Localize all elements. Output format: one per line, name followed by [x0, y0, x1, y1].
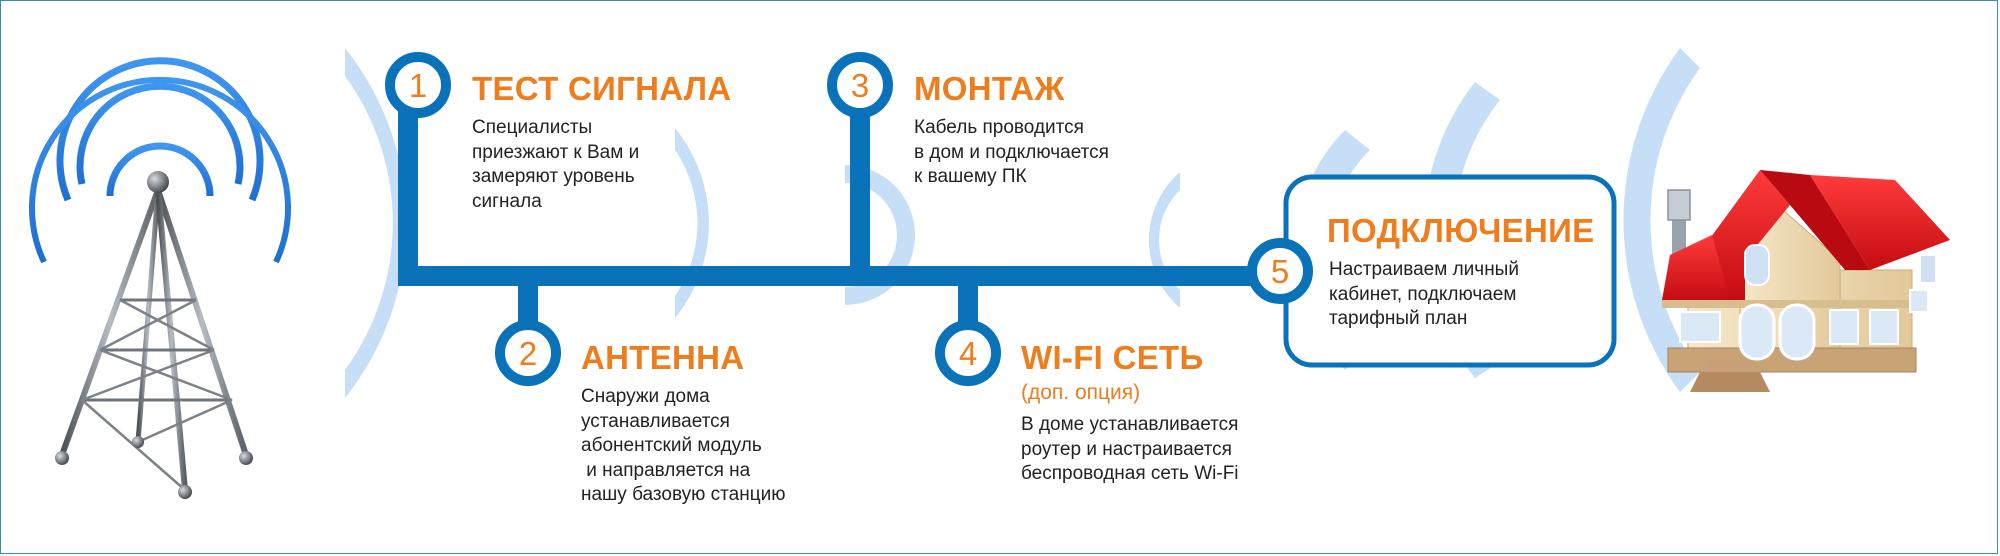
- step-4-line: роутер и настраивается: [1021, 438, 1232, 460]
- step-1-title: ТЕСТ СИГНАЛА: [472, 70, 732, 107]
- step-5-number: 5: [1271, 253, 1289, 290]
- step-badge-3: 3: [827, 52, 893, 118]
- step-4-title: WI-FI СЕТЬ: [1021, 339, 1204, 376]
- step-4-number: 4: [959, 335, 977, 372]
- step-5-description: Настраиваем личный кабинет, подключаем т…: [1329, 258, 1519, 332]
- step-2-line: устанавливается: [581, 410, 730, 432]
- step-5-line: кабинет, подключаем: [1329, 283, 1517, 305]
- step-1-line: приезжают к Вам и: [472, 141, 640, 163]
- step-1-description: Специалисты приезжают к Вам и замеряют у…: [472, 116, 639, 214]
- step-2-line: абонентский модуль: [581, 435, 762, 456]
- step-3-line: Кабель проводится: [914, 117, 1084, 138]
- house-icon: [1662, 170, 1950, 392]
- step-4-subtitle: (доп. опция): [1021, 381, 1141, 404]
- step-5-line: Настраиваем личный: [1329, 259, 1519, 280]
- step-3-line: к вашему ПК: [914, 166, 1027, 187]
- step-2-line: Снаружи дома: [581, 386, 710, 407]
- step-3-line: в дом и подключается: [914, 141, 1109, 163]
- wave-arc: [1148, 172, 1180, 308]
- step-badge-1: 1: [385, 52, 451, 118]
- step-4-line: беспроводная сеть Wi-Fi: [1021, 463, 1239, 484]
- wave-arc: [345, 48, 407, 398]
- step-1-line: замеряют уровень: [472, 166, 635, 187]
- step-4-line: В доме устанавливается: [1021, 414, 1239, 435]
- step-3-title: МОНТАЖ: [914, 70, 1065, 107]
- step-5-line: тарифный план: [1329, 308, 1468, 329]
- radio-tower-icon: [29, 57, 291, 499]
- antenna-module: [1667, 189, 1691, 221]
- step-3-description: Кабель проводится в дом и подключается к…: [914, 116, 1109, 190]
- step-3-number: 3: [851, 67, 869, 104]
- step-1-line: Специалисты: [472, 117, 593, 138]
- step-2-line: и направляется на: [581, 459, 751, 481]
- step-5-title: ПОДКЛЮЧЕНИЕ: [1327, 212, 1595, 249]
- step-badge-2: 2: [495, 320, 561, 386]
- step-1-number: 1: [409, 67, 427, 104]
- step-badge-5: 5: [1247, 238, 1313, 304]
- wave-arc: [675, 128, 709, 318]
- step-badges: 1 2 3 4 5: [385, 52, 1313, 386]
- wave-arc: [1623, 48, 1700, 392]
- step-1-line: сигнала: [472, 190, 542, 212]
- step-2-line: нашу базовую станцию: [581, 484, 786, 505]
- step-4-description: В доме устанавливается роутер и настраив…: [1021, 413, 1239, 487]
- step-2-number: 2: [519, 335, 537, 372]
- step-2-title: АНТЕННА: [581, 339, 745, 376]
- step-2-description: Снаружи дома устанавливается абонентский…: [581, 385, 785, 508]
- step-badge-4: 4: [935, 320, 1001, 386]
